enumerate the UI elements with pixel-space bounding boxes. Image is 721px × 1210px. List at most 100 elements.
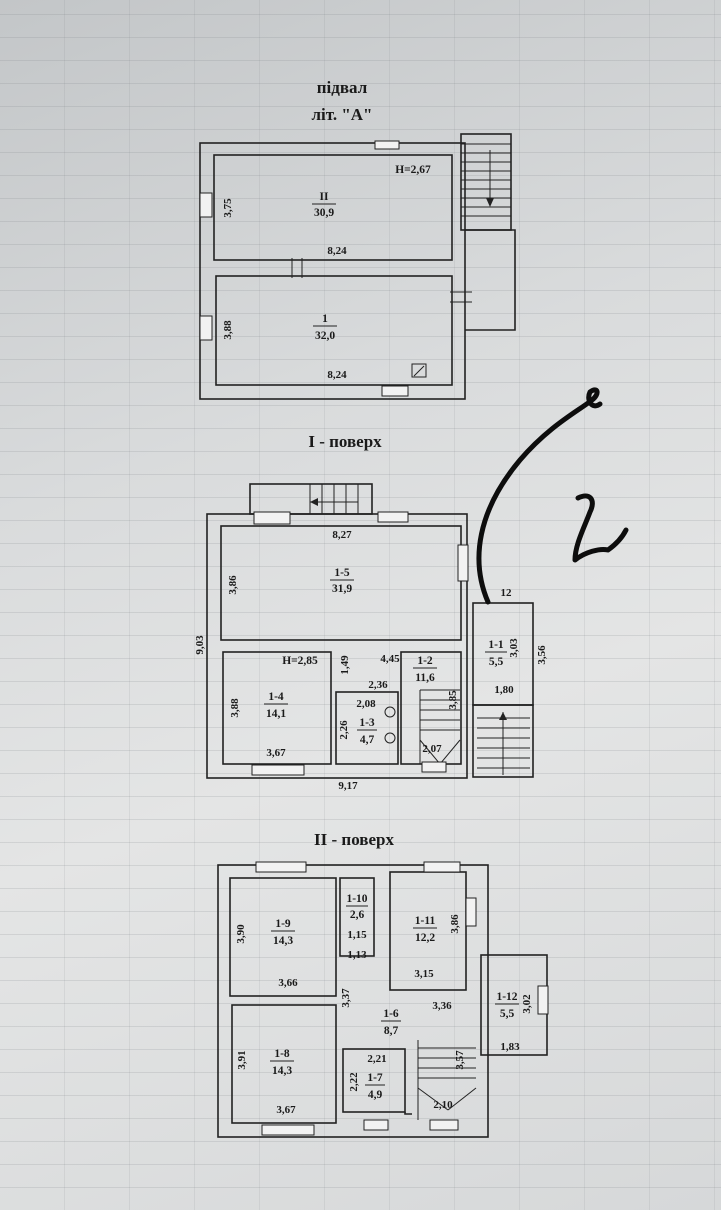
window — [381, 385, 409, 397]
f1-dim-207: 2,07 — [422, 743, 442, 755]
f2-dim-366: 3,66 — [278, 977, 298, 989]
stair-pit — [465, 229, 516, 331]
f1-dim-left: 3,86 — [227, 575, 239, 595]
f1-dim-top: 8,27 — [332, 529, 352, 541]
room-1-3-id: 1-3 — [359, 717, 375, 729]
window — [429, 1119, 459, 1131]
window — [199, 315, 213, 341]
basement-outer-wall — [199, 142, 466, 400]
stair-arrow-head — [486, 198, 494, 207]
floor2-plan: ІІ - поверх 1-9 14,3 3,90 3,66 1-10 2,6 — [217, 830, 549, 1138]
window — [374, 140, 400, 150]
window — [199, 192, 213, 218]
f2-dim-391: 3,91 — [236, 1050, 248, 1069]
inner-stair — [419, 689, 461, 765]
floor1-title: І - поверх — [308, 432, 382, 451]
f2-dim-367: 3,67 — [276, 1104, 296, 1116]
room-II-depth: 3,75 — [222, 198, 234, 218]
room-1-1-area: 5,5 — [489, 656, 504, 668]
room-1-4-id: 1-4 — [268, 691, 284, 703]
room-1-9-id: 1-9 — [275, 918, 291, 930]
window — [421, 761, 447, 773]
f2-dim-115: 1,15 — [347, 929, 367, 941]
room-1-10-area: 2,6 — [350, 909, 365, 921]
room-1-wall — [215, 275, 453, 386]
f1-dim-226: 2,26 — [338, 720, 350, 740]
f1-height: Н=2,85 — [282, 655, 318, 667]
f1-dim-367: 3,67 — [266, 747, 286, 759]
room-1-1-id: 1-1 — [488, 639, 504, 651]
room-1-12-area: 5,5 — [500, 1008, 515, 1020]
room-1-3-area: 4,7 — [360, 734, 375, 746]
f2-dim-357: 3,57 — [454, 1050, 466, 1070]
basement-subtitle: літ. "А" — [312, 105, 373, 124]
f1-dim-bottom: 9,17 — [338, 780, 358, 792]
f1-dim-356: 3,56 — [536, 645, 548, 665]
f1-dim-208: 2,08 — [356, 698, 376, 710]
stair-treads — [461, 143, 511, 217]
fixture-icon — [384, 706, 396, 718]
f1-dim-180: 1,80 — [494, 684, 514, 696]
f2-dim-337: 3,37 — [340, 988, 352, 1008]
room-1-11-area: 12,2 — [415, 932, 435, 944]
basement-title: підвал — [317, 78, 368, 97]
room-1-9-area: 14,3 — [273, 935, 293, 947]
room-II-id: II — [320, 191, 329, 203]
room-1-8-id: 1-8 — [274, 1048, 290, 1060]
window — [253, 511, 291, 525]
f1-dim-mid: 4,45 — [380, 653, 400, 665]
f2-dim-210: 2,10 — [433, 1099, 453, 1111]
f2-dim-336: 3,36 — [432, 1000, 452, 1012]
room-1-12-id: 1-12 — [496, 991, 517, 1003]
window — [363, 1119, 389, 1131]
room-1-8-area: 14,3 — [272, 1065, 292, 1077]
floor2-stair — [417, 1040, 477, 1120]
window — [255, 861, 307, 873]
basement-height: Н=2,67 — [395, 164, 431, 176]
vent-box — [411, 363, 427, 378]
f2-dim-390: 3,90 — [235, 924, 247, 944]
f1-dim-303: 3,03 — [508, 638, 520, 658]
room-1-10-wall — [339, 877, 375, 957]
f1-dim-388: 3,88 — [229, 698, 241, 718]
f1-dim-overall: 9,03 — [194, 635, 206, 655]
room-1-8-wall — [231, 1004, 337, 1124]
room-1-2-area: 11,6 — [415, 672, 435, 684]
room-1-depth: 3,88 — [222, 320, 234, 340]
f2-dim-386: 3,86 — [449, 914, 461, 934]
room-1-width: 8,24 — [327, 369, 347, 381]
room-1-area: 32,0 — [315, 330, 335, 342]
f2-dim-315: 3,15 — [414, 968, 434, 980]
room-1-10-id: 1-10 — [346, 893, 367, 905]
fixture-icon — [384, 732, 396, 744]
room-1-6-area: 8,7 — [384, 1025, 399, 1037]
handwritten-annotation — [476, 387, 629, 605]
basement-plan: підвал літ. "А" Н=2,67 II 3 — [199, 78, 516, 400]
window — [261, 1124, 315, 1136]
window — [465, 897, 477, 927]
room-II-width: 8,24 — [327, 245, 347, 257]
room-1-11-id: 1-11 — [415, 915, 436, 927]
room-1-2-id: 1-2 — [417, 655, 433, 667]
f2-dim-221: 2,21 — [367, 1053, 386, 1065]
window — [423, 861, 461, 873]
window — [251, 764, 305, 776]
entrance-stair — [472, 704, 534, 778]
f2-dim-302: 3,02 — [521, 994, 533, 1014]
f2-dim-113: 1,13 — [347, 949, 367, 961]
f1-dim-236: 2,36 — [368, 679, 388, 691]
floor1-plan: І - поверх — [194, 432, 548, 792]
f1-dim-12: 12 — [501, 587, 513, 599]
f1-dim-149: 1,49 — [339, 655, 351, 675]
room-1-7-id: 1-7 — [367, 1072, 383, 1084]
room-1-3-wall — [335, 691, 399, 765]
room-1-5-area: 31,9 — [332, 583, 352, 595]
room-1-id: 1 — [322, 313, 328, 325]
room-1-4-wall — [222, 651, 332, 765]
room-1-7-area: 4,9 — [368, 1089, 383, 1101]
vent-box-line — [413, 365, 425, 377]
window — [537, 985, 549, 1015]
floor2-title: ІІ - поверх — [314, 830, 394, 849]
